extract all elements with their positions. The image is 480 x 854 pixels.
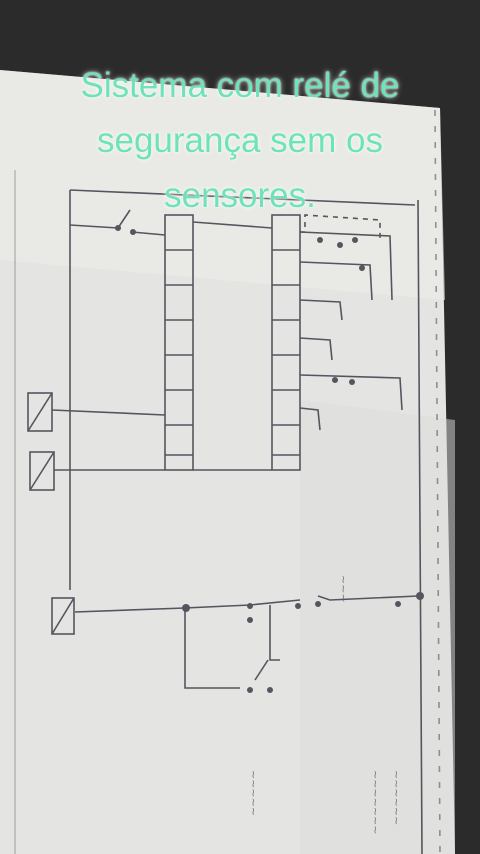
video-caption: Sistema com relé de segurança sem os sen… [0,58,480,223]
schematic-lines [14,109,441,854]
svg-text:~~~~~~: ~~~~~~ [390,770,403,825]
svg-text:~~~~~: ~~~~~ [247,770,260,816]
caption-line-1: Sistema com relé de [80,66,400,105]
handwritten-marks: ~~~ ~~~~~~~ ~~~~~~ ~~~~~ [247,575,403,835]
contact-dots [115,225,424,693]
svg-text:~~~: ~~~ [337,575,350,603]
caption-line-3: sensores. [164,176,316,215]
caption-line-2: segurança sem os [97,121,383,160]
svg-text:~~~~~~~: ~~~~~~~ [369,770,382,835]
